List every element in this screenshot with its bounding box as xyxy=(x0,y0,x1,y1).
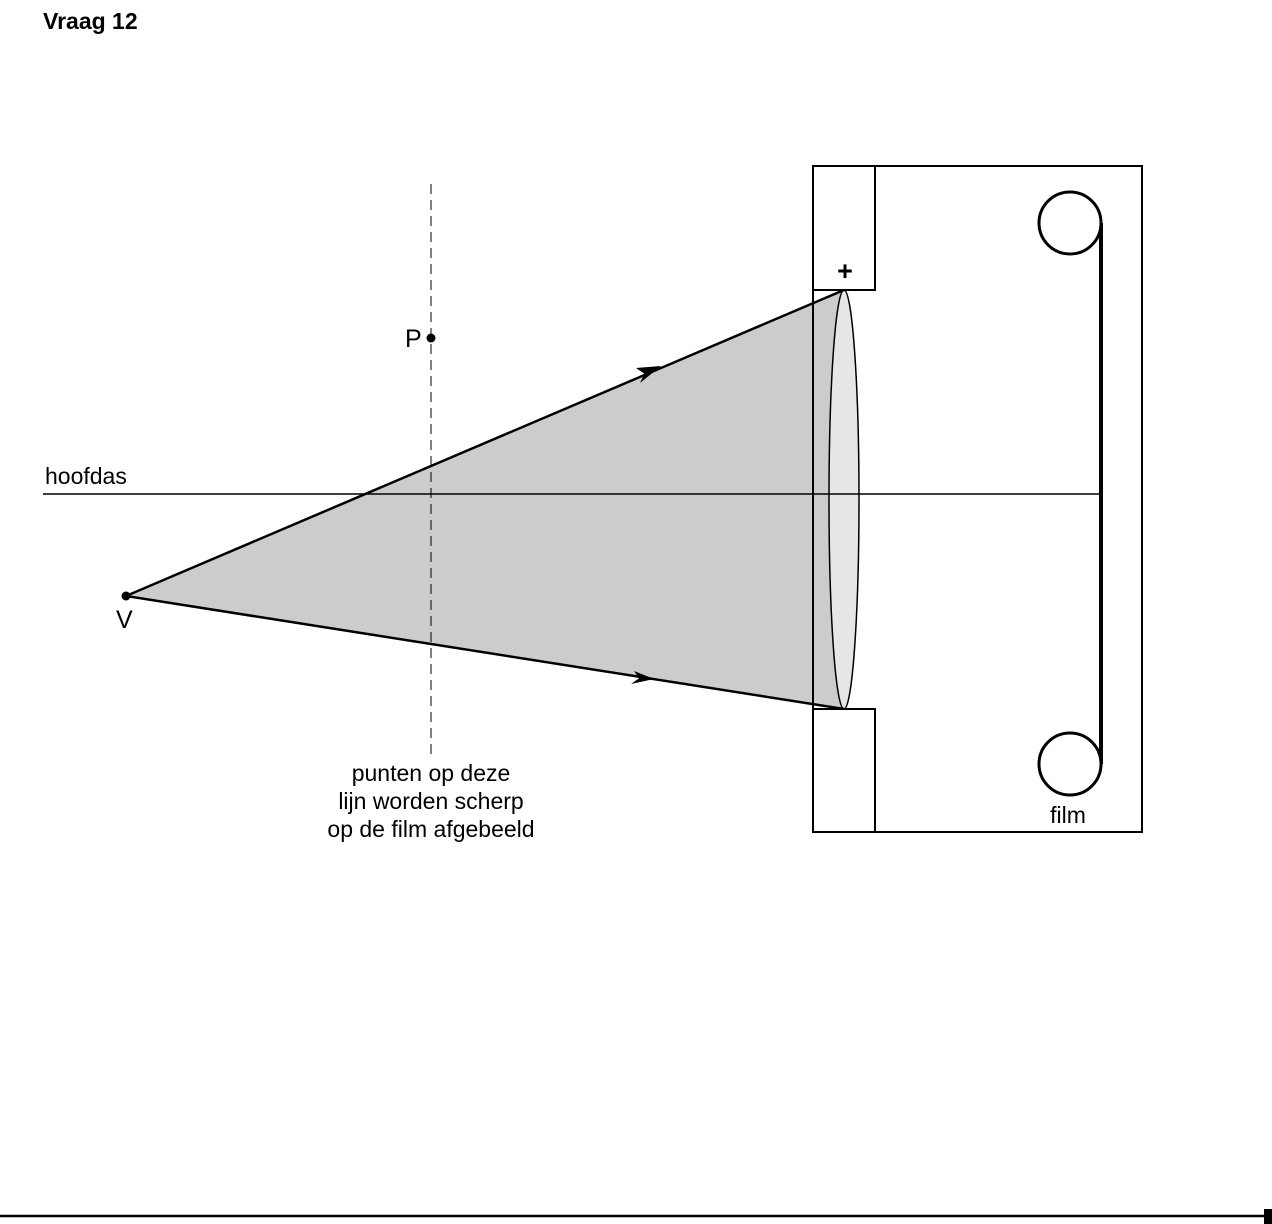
film-roll-top xyxy=(1037,190,1103,256)
upper-ray-arrow-icon xyxy=(636,366,661,383)
caption-line-1: punten op deze xyxy=(352,760,511,786)
lens-sign: + xyxy=(837,256,853,286)
point-p-label: P xyxy=(405,325,422,353)
point-v-dot xyxy=(121,591,131,601)
upper-ray xyxy=(125,288,845,598)
film-roll-bottom xyxy=(1037,731,1103,797)
converging-lens xyxy=(828,289,860,710)
main-axis-label: hoofdas xyxy=(45,463,127,489)
caption-line-3: op de film afgebeeld xyxy=(327,816,534,842)
camera-body xyxy=(812,165,1143,833)
lower-ray-arrow-icon xyxy=(631,671,654,684)
lens-mount-bottom xyxy=(812,708,876,833)
page-title: Vraag 12 xyxy=(43,8,138,34)
caption-line-2: lijn worden scherp xyxy=(338,788,523,814)
page-end-marker xyxy=(1264,1209,1272,1224)
point-v-label: V xyxy=(116,606,133,634)
light-cone xyxy=(126,290,844,709)
lower-ray xyxy=(125,594,845,711)
lens-mount-top xyxy=(812,165,876,291)
film-label: film xyxy=(1050,802,1086,828)
point-p-dot xyxy=(426,333,436,343)
